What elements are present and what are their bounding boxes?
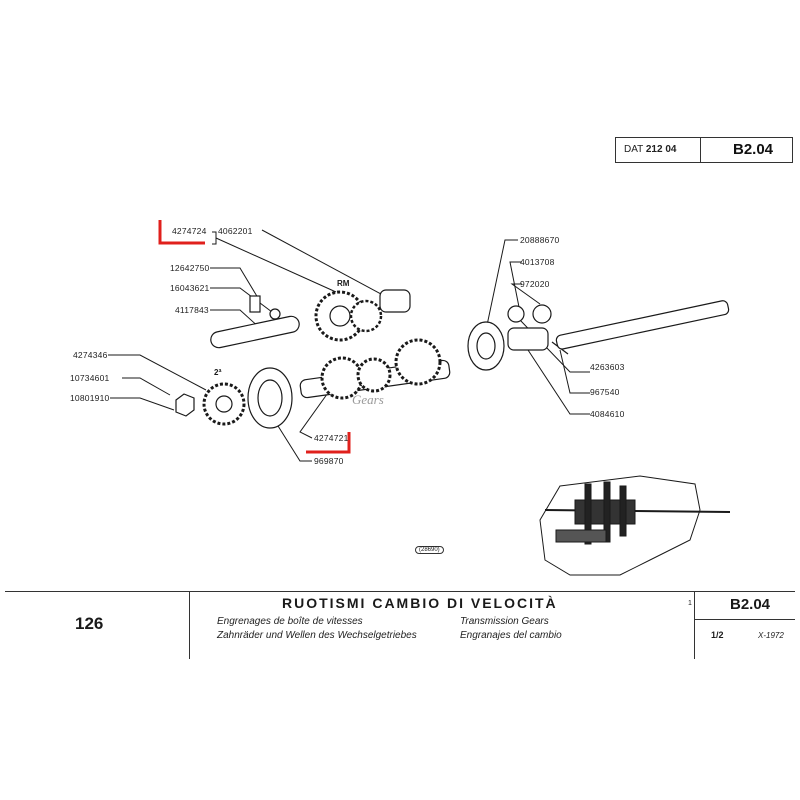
part-16043621: 16043621 [170,283,210,293]
leader-4274721 [299,389,331,439]
leader-4274724 [215,237,337,293]
leader-10734601 [122,377,171,396]
part-4274724: 4274724 [172,226,207,236]
sheet-number: 1/2 [711,630,724,640]
footer-rule [5,591,795,592]
part-4084610: 4084610 [590,409,625,419]
watermark: Gears [352,392,384,407]
header-code: B2.04 [733,141,774,158]
leader-16043621 [210,287,273,313]
leader-4062201 [261,229,393,301]
washer [269,308,281,320]
highlight-mark-1 [158,220,205,245]
part-12642750: 12642750 [170,263,210,273]
subtitle-en: Transmission Gears [460,616,549,627]
circlip-1 [507,305,525,323]
subtitle-de: Zahnräder und Wellen des Wechselgetriebe… [217,630,417,641]
nut [175,393,195,417]
cluster-gear-2 [356,357,392,393]
second-gear-hub [215,395,233,413]
bracket-leader [212,231,217,245]
dat-label: DAT [624,144,644,155]
circlip-2 [532,304,552,324]
bearing-right-inner [476,332,496,360]
page-number: 126 [75,614,104,633]
part-4062201: 4062201 [218,226,253,236]
bearing-inner [257,379,283,417]
footer-divider-right [694,591,695,659]
part-10734601: 10734601 [70,373,110,383]
leader-4084610 [527,349,590,415]
leader-12642750 [210,267,259,299]
bush [379,289,411,313]
page-title: RUOTISMI CAMBIO DI VELOCITÀ [282,595,558,611]
part-10801910: 10801910 [70,393,110,403]
leader-4013708 [509,261,522,313]
footer-divider-code [694,619,795,620]
rm-gear-small [349,299,383,333]
sleeve [507,327,549,351]
part-972020: 972020 [520,279,550,289]
leader-967540 [559,349,590,394]
part-4274721: 4274721 [314,433,349,443]
leader-972020 [510,283,541,305]
footer-ref: 1 [688,600,692,607]
drawing-note: (28690) [415,546,444,554]
dat-number: 212 04 [645,144,677,155]
gear-label-rm: RM [337,279,350,288]
footer-date: X-1972 [758,631,784,640]
part-4117843: 4117843 [175,305,209,315]
footer-divider-left [189,591,190,659]
part-4263603: 4263603 [590,362,625,372]
header-box [615,137,793,163]
rm-gear-hub [329,305,351,327]
subtitle-fr: Engrenages de boîte de vitesses [217,616,363,627]
leader-969870 [267,409,312,462]
highlight-mark-2 [306,432,351,454]
pin-shaft [210,315,300,349]
leader-20888670 [485,239,518,331]
part-967540: 967540 [590,387,620,397]
header-divider [700,137,701,163]
leader-10801910 [110,397,175,411]
part-20888670: 20888670 [520,235,560,245]
part-4013708: 4013708 [520,257,555,267]
leader-4274346 [108,354,207,391]
part-4274346: 4274346 [73,350,108,360]
part-969870: 969870 [314,456,344,466]
cluster-gear-3 [394,338,442,386]
footer-code: B2.04 [730,596,771,613]
subtitle-es: Engranajes del cambio [460,630,562,641]
main-shaft [555,300,730,350]
gear-label-second: 2ª [214,368,222,377]
header-dat: DAT 212 04 [624,144,676,155]
gearbox-inset [539,475,731,576]
bolt [249,295,261,313]
